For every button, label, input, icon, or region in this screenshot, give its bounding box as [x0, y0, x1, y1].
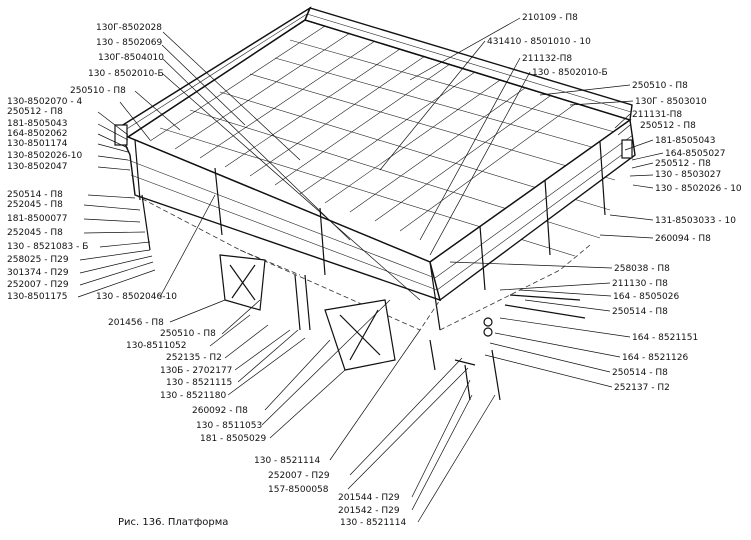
part-label: 181-8500077 — [7, 214, 68, 224]
part-label: 130 - 8502026 - 10 — [655, 184, 742, 194]
leader-lines — [77, 17, 664, 523]
part-label: 250514 - П8 — [612, 307, 668, 317]
part-label: 250510 - П8 — [70, 86, 126, 96]
part-labels: 130Г-8502028 130 - 8502069 130Г-8504010 … — [7, 13, 742, 528]
part-label: 130-8502070 - 4 — [7, 97, 82, 107]
part-label: 210109 - П8 — [522, 13, 578, 23]
right-end-board — [429, 118, 636, 302]
part-label: 258038 - П8 — [614, 264, 670, 274]
part-label: 130Г-8504010 — [98, 53, 164, 63]
part-label: 301374 - П29 — [7, 268, 69, 278]
part-label: 130Б - 2702177 — [160, 366, 232, 376]
part-label: 130 - 8511053 — [196, 421, 262, 431]
part-label: 130 - 8502069 — [96, 38, 163, 48]
part-label: 130 - 8502046-10 — [96, 292, 177, 302]
part-label: 250510 - П8 — [632, 81, 688, 91]
part-label: 130-8501175 — [7, 292, 68, 302]
part-label: 252045 - П8 — [7, 200, 63, 210]
part-label: 252007 - П29 — [7, 280, 69, 290]
part-label: 130Г - 8503010 — [635, 97, 707, 107]
part-label: 130-8502026-10 — [7, 151, 82, 161]
front-side-planks — [127, 159, 438, 291]
part-label: 260092 - П8 — [192, 406, 248, 416]
part-label: 258025 - П29 — [7, 255, 69, 265]
part-label: 164-8505027 — [665, 149, 726, 159]
part-label: 181-8505043 — [7, 119, 68, 129]
part-label: 130 - 8502010-Б — [532, 68, 608, 78]
part-label: 250512 - П8 — [7, 107, 63, 117]
part-label: 250512 - П8 — [640, 121, 696, 131]
part-label: 431410 - 8501010 - 10 — [487, 37, 591, 47]
underframe-hidden-lines — [134, 194, 591, 331]
part-label: 252135 - П2 — [166, 353, 222, 363]
front-side-posts — [134, 139, 441, 331]
part-label: 130 - 8521114 — [254, 456, 321, 466]
latch-assembly — [429, 294, 586, 401]
part-label: 250510 - П8 — [160, 329, 216, 339]
part-label: 252007 - П29 — [268, 471, 330, 481]
part-label: 164 - 8505026 — [613, 292, 680, 302]
part-label: 250512 - П8 — [655, 159, 711, 169]
part-label: 201456 - П8 — [108, 318, 164, 328]
rear-board-lines — [306, 13, 632, 113]
part-label: 131-8503033 - 10 — [655, 216, 736, 226]
part-label: 164 - 8521126 — [622, 353, 689, 363]
part-label: 252137 - П2 — [614, 383, 670, 393]
part-label: 130 - 8521115 — [166, 378, 232, 388]
part-label: 157-8500058 — [268, 485, 329, 495]
part-label: 250514 - П8 — [7, 190, 63, 200]
part-label: 130-8502047 — [7, 162, 68, 172]
right-end-posts — [479, 141, 606, 291]
part-label: 181-8505043 — [655, 136, 716, 146]
left-side-line — [121, 13, 308, 133]
right-end-planks — [434, 134, 635, 291]
hinge-brackets — [219, 254, 396, 371]
part-label: 130Г-8502028 — [96, 23, 162, 33]
part-label: 211131-П8 — [632, 110, 682, 120]
part-label: 130 - 8502010-Б — [88, 69, 164, 79]
part-label: 201544 - П29 — [338, 493, 400, 503]
part-label: 201542 - П29 — [338, 506, 400, 516]
part-label: 252045 - П8 — [7, 228, 63, 238]
part-label: 164 - 8521151 — [632, 333, 698, 343]
part-label: 130-8511052 — [126, 341, 187, 351]
part-label: 130-8501174 — [7, 139, 68, 149]
part-label: 250514 - П8 — [612, 368, 668, 378]
part-label: 260094 - П8 — [655, 234, 711, 244]
part-label: 211130 - П8 — [612, 279, 668, 289]
part-label: 164-8502062 — [7, 129, 68, 139]
figure-caption: Рис. 136. Платформа — [118, 517, 228, 528]
part-label: 130 - 8521180 — [160, 391, 227, 401]
part-label: 130 - 8521114 — [340, 518, 407, 528]
part-label: 181 - 8505029 — [200, 434, 267, 444]
part-label: 130 - 8521083 - Б — [7, 242, 88, 252]
part-label: 211132-П8 — [522, 54, 572, 64]
platform-drawing — [114, 6, 636, 401]
part-label: 130 - 8503027 — [655, 170, 721, 180]
